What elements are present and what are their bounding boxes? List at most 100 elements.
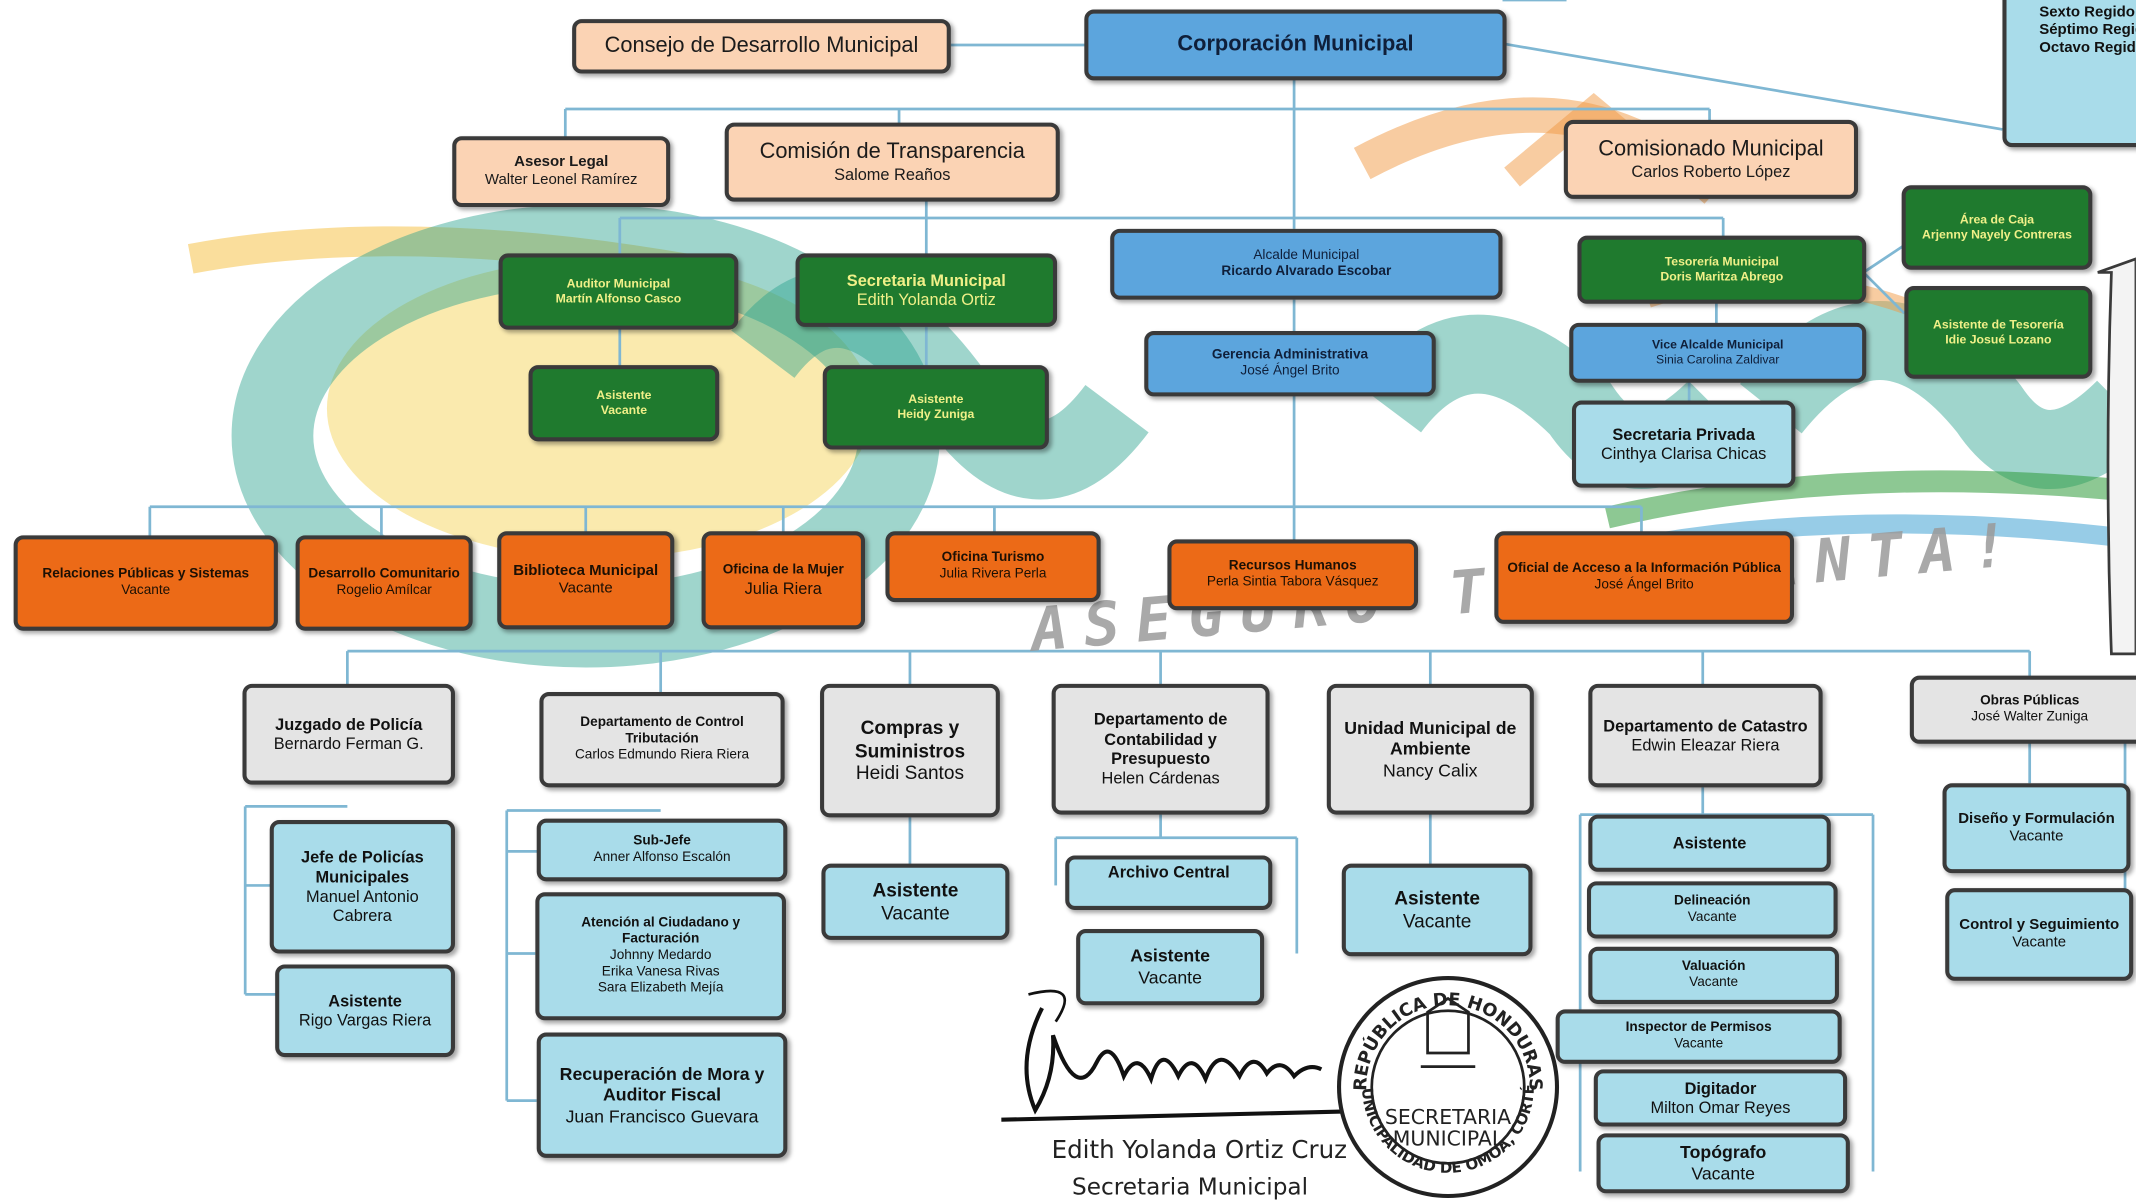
comisionado-title: Comisionado Municipal: [1598, 137, 1824, 162]
desarrollo-name: Rogelio Amílcar: [336, 583, 432, 599]
juzgado-asistente-box: Asistente Rigo Vargas Riera: [275, 964, 455, 1058]
contabilidad-presupuesto-box: Departamento de Contabilidad y Presupues…: [1051, 683, 1270, 815]
relaciones-name: Vacante: [121, 583, 171, 599]
biblioteca-title: Biblioteca Municipal: [513, 562, 659, 579]
control-name: Carlos Edmundo Riera Riera: [574, 747, 750, 763]
obras-title: Obras Públicas: [1980, 693, 2080, 709]
biblioteca-name: Vacante: [558, 580, 613, 597]
jefe-policias-name: Manuel Antonio Cabrera: [305, 886, 419, 926]
compras-asistente-box: Asistente Vacante: [821, 863, 1010, 940]
mujer-title: Oficina de la Mujer: [722, 562, 844, 578]
acceso-title: Oficial de Acceso a la Información Públi…: [1507, 561, 1781, 577]
caja-name: Arjenny Nayely Contreras: [1922, 227, 2072, 242]
contabilidad-name: Helen Cárdenas: [1101, 768, 1220, 788]
valuacion-name: Vacante: [1689, 975, 1739, 991]
subjefe-box: Sub-Jefe Anner Alfonso Escalón: [536, 818, 788, 882]
oficina-mujer-box: Oficina de la Mujer Julia Riera: [701, 531, 865, 630]
regidores-box: Sexto Regidor Séptimo Regidor Octavo Reg…: [2002, 0, 2136, 148]
contab-asistente-name: Vacante: [1138, 967, 1202, 988]
signature-name: Edith Yolanda Ortiz Cruz: [1051, 1136, 1348, 1165]
diseno-title: Diseño y Formulación: [1958, 810, 2115, 827]
comision-transparencia-box: Comisión de Transparencia Salome Reaños: [724, 122, 1060, 202]
digitador-title: Digitador: [1684, 1078, 1757, 1098]
obras-publicas-box: Obras Públicas José Walter Zuniga: [1909, 675, 2136, 744]
turismo-title: Oficina Turismo: [941, 550, 1045, 566]
gerencia-title: Gerencia Administrativa: [1211, 347, 1369, 363]
desarrollo-comunitario-box: Desarrollo Comunitario Rogelio Amílcar: [295, 535, 473, 631]
atencion-ciudadano-box: Atención al Ciudadano y Facturación John…: [535, 892, 786, 1021]
alcalde-name: Ricardo Alvarado Escobar: [1221, 264, 1392, 280]
secretaria-name: Edith Yolanda Ortiz: [856, 290, 996, 310]
asesor-name: Walter Leonel Ramírez: [484, 171, 638, 188]
catastro-title: Departamento de Catastro: [1603, 715, 1808, 736]
compras-name: Heidi Santos: [855, 762, 965, 784]
atencion-title: Atención al Ciudadano y Facturación: [581, 915, 741, 947]
gerencia-administrativa-box: Gerencia Administrativa José Ángel Brito: [1144, 331, 1436, 397]
atencion-name-3: Sara Elizabeth Mejía: [597, 980, 724, 996]
vice-name: Sinia Carolina Zaldivar: [1656, 352, 1780, 367]
ambiente-name: Nancy Calix: [1383, 759, 1478, 781]
corporacion-title: Corporación Municipal: [1177, 33, 1414, 57]
regidor-6: Sexto Regidor: [2039, 4, 2136, 21]
jefe-policias-box: Jefe de Policías Municipales Manuel Anto…: [269, 820, 455, 954]
comisionado-name: Carlos Roberto López: [1631, 162, 1791, 182]
rrhh-name: Perla Sintia Tabora Vásquez: [1206, 574, 1379, 590]
delineacion-name: Vacante: [1687, 909, 1737, 925]
tesoreria-municipal-box: Tesorería Municipal Doris Maritza Abrego: [1577, 235, 1867, 304]
diseno-name: Vacante: [2009, 828, 2064, 845]
privada-title: Secretaria Privada: [1612, 424, 1756, 444]
asist-tesoreria-title: Asistente de Tesorería: [1933, 317, 2064, 332]
seal-center-1: SECRETARIA: [1385, 1105, 1511, 1129]
gerencia-name: José Ángel Brito: [1240, 363, 1340, 379]
auditor-asistente-name: Vacante: [600, 403, 648, 417]
secretaria-asistente-name: Heidy Zuniga: [897, 407, 975, 421]
transparencia-title: Comisión de Transparencia: [759, 140, 1025, 164]
regidor-8: Octavo Regidor: [2039, 40, 2136, 57]
contabilidad-title: Departamento de Contabilidad y Presupues…: [1093, 710, 1228, 769]
valuacion-title: Valuación: [1681, 958, 1746, 974]
asesor-title: Asesor Legal: [514, 153, 609, 171]
recuperacion-title: Recuperación de Mora y Auditor Fiscal: [559, 1063, 765, 1106]
consejo-desarrollo-box: Consejo de Desarrollo Municipal: [572, 19, 951, 74]
diseno-formulacion-box: Diseño y Formulación Vacante: [1942, 783, 2131, 874]
secretaria-asistente-title: Asistente: [908, 392, 964, 407]
juzgado-name: Bernardo Ferman G.: [273, 734, 424, 754]
biblioteca-municipal-box: Biblioteca Municipal Vacante: [497, 531, 675, 630]
jefe-policias-title: Jefe de Policías Municipales: [301, 847, 424, 887]
ambiente-title: Unidad Municipal de Ambiente: [1344, 717, 1517, 760]
unidad-ambiente-box: Unidad Municipal de Ambiente Nancy Calix: [1326, 683, 1534, 815]
relaciones-title: Relaciones Públicas y Sistemas: [42, 566, 250, 582]
delineacion-box: Delineación Vacante: [1586, 881, 1838, 939]
ambiente-asistente-title: Asistente: [1394, 887, 1481, 909]
regidor-7: Séptimo Regidor: [2039, 22, 2136, 39]
topografo-title: Topógrafo: [1680, 1142, 1767, 1163]
asist-tesoreria-name: Idie Josué Lozano: [1945, 332, 2052, 346]
signature-scribble: [1001, 989, 1342, 1122]
inspector-name: Vacante: [1674, 1036, 1724, 1052]
mujer-name: Julia Riera: [744, 578, 822, 598]
municipal-seal: REPÚBLICA DE HONDURAS SECRETARIA MUNICIP…: [1332, 971, 1560, 1199]
acceso-informacion-box: Oficial de Acceso a la Información Públi…: [1494, 531, 1795, 624]
tesoreria-name: Doris Maritza Abrego: [1660, 269, 1784, 284]
oficina-turismo-box: Oficina Turismo Julia Rivera Perla: [885, 531, 1101, 603]
subjefe-name: Anner Alfonso Escalón: [593, 850, 731, 865]
compras-suministros-box: Compras y Suministros Heidi Santos: [820, 683, 1000, 818]
topografo-name: Vacante: [1691, 1163, 1756, 1184]
inspector-permisos-box: Inspector de Permisos Vacante: [1555, 1009, 1842, 1064]
secretaria-title: Secretaria Municipal: [846, 270, 1006, 290]
alcalde-title: Alcalde Municipal: [1253, 247, 1360, 263]
asistente-tesoreria-box: Asistente de Tesorería Idie Josué Lozano: [1904, 286, 2093, 379]
catastro-asistente-title: Asistente: [1672, 833, 1747, 853]
auditor-municipal-box: Auditor Municipal Martín Alfonso Casco: [498, 253, 739, 330]
seal-center-2: MUNICIPAL: [1393, 1127, 1504, 1151]
valuacion-box: Valuación Vacante: [1588, 946, 1839, 1004]
area-caja-box: Área de Caja Arjenny Nayely Contreras: [1901, 185, 2093, 270]
catastro-asistente-box: Asistente: [1588, 814, 1831, 872]
corporacion-municipal-box: Corporación Municipal: [1084, 9, 1507, 81]
atencion-name-1: Johnny Medardo: [609, 948, 712, 964]
transparencia-name: Salome Reaños: [834, 165, 951, 185]
relaciones-publicas-box: Relaciones Públicas y Sistemas Vacante: [13, 535, 278, 631]
signature-role: Secretaria Municipal: [1072, 1174, 1309, 1202]
recuperacion-mora-box: Recuperación de Mora y Auditor Fiscal Ju…: [536, 1032, 788, 1158]
auditor-title: Auditor Municipal: [566, 276, 671, 291]
